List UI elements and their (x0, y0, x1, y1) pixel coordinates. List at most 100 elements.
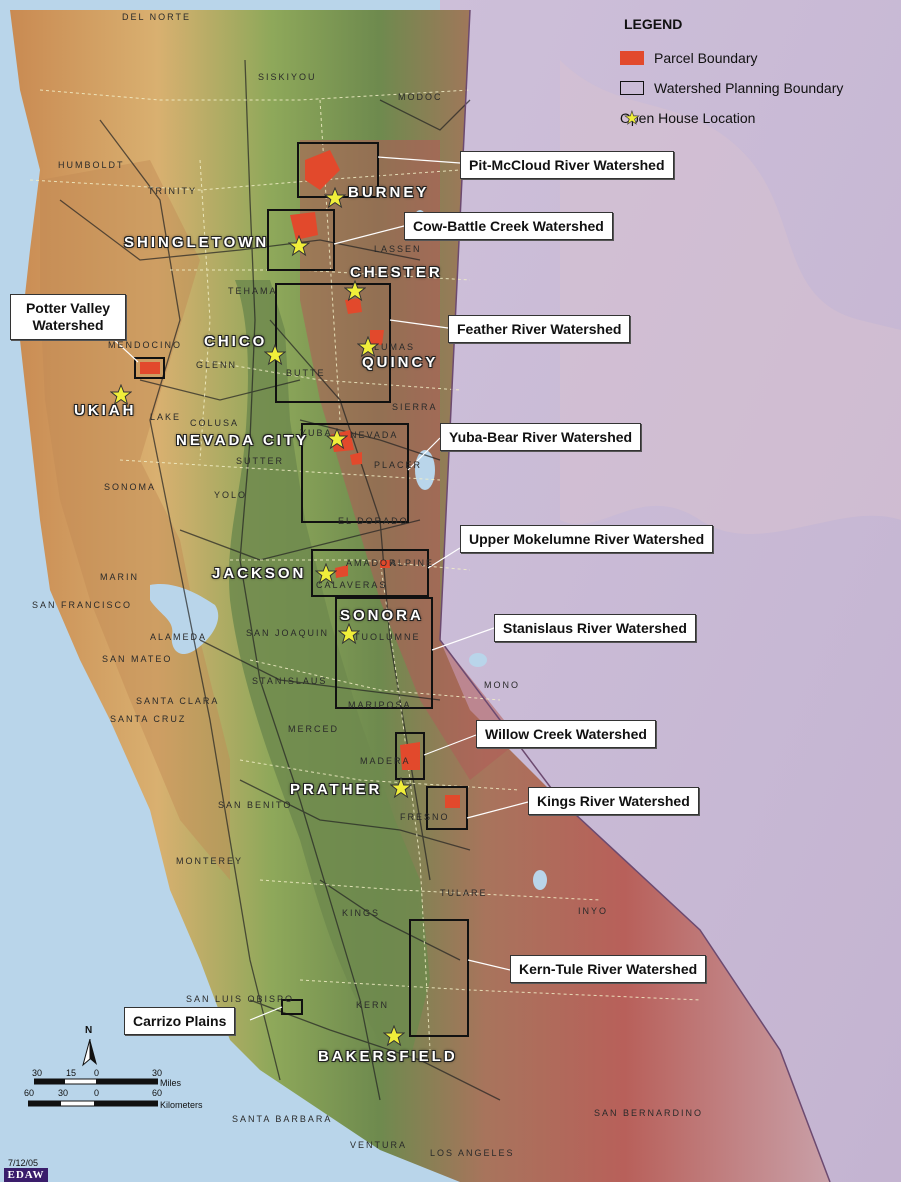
north-label: N (85, 1025, 93, 1036)
mono-lake (469, 653, 487, 667)
scale-bar: 30 15 0 30 Miles 60 30 0 60 Kilometers (24, 1068, 224, 1128)
owens-lake (533, 870, 547, 890)
kings-boundary (426, 786, 468, 830)
feather-boundary (275, 283, 391, 403)
coast-terrain (40, 160, 230, 880)
central-valley (228, 280, 430, 1060)
county-madera: MADERA (360, 756, 411, 766)
star-icon-jackson (315, 563, 337, 585)
leader-lines (107, 156, 529, 1021)
km-tick-2: 0 (94, 1088, 100, 1098)
county-butte: BUTTE (286, 368, 326, 378)
star-icon-ukiah (110, 384, 132, 406)
county-placer: PLACER (374, 460, 423, 470)
miles-tick-0: 30 (32, 1068, 43, 1078)
town-ukiah: UKIAH (74, 402, 137, 419)
star-icon-chester (344, 280, 366, 302)
miles-unit: Miles (160, 1078, 182, 1088)
edaw-logo: EDAW (4, 1168, 48, 1182)
town-bakersfield: BAKERSFIELD (318, 1048, 458, 1065)
county-sonoma: SONOMA (104, 482, 157, 492)
watershed-swatch (620, 81, 644, 95)
county-mendocino: MENDOCINO (108, 340, 182, 350)
callout-potter-valley: Potter Valley Watershed (10, 294, 126, 340)
star-icon-quincy (357, 336, 379, 358)
county-el-dorado: EL DORADO (338, 516, 409, 526)
legend-row-parcel: Parcel Boundary (620, 48, 758, 68)
county-san-joaquin: SAN JOAQUIN (246, 628, 330, 638)
town-sonora: SONORA (340, 607, 424, 624)
town-chico: CHICO (204, 333, 268, 350)
county-tulare: TULARE (440, 888, 488, 898)
star-icon-shingletown (288, 235, 310, 257)
county-humboldt: HUMBOLDT (58, 160, 125, 170)
miles-tick-3: 30 (152, 1068, 163, 1078)
north-arrow-icon (82, 1039, 97, 1067)
km-tick-0: 60 (24, 1088, 35, 1098)
county-marin: MARIN (100, 572, 139, 582)
county-sutter: SUTTER (236, 456, 284, 466)
star-icon-burney (324, 187, 346, 209)
callout-cow-battle: Cow-Battle Creek Watershed (404, 212, 613, 240)
town-quincy: QUINCY (362, 354, 439, 371)
callout-pit-mccloud: Pit-McCloud River Watershed (460, 151, 674, 179)
callout-mokelumne: Upper Mokelumne River Watershed (460, 525, 714, 553)
county-san-bernardino: SAN BERNARDINO (594, 1108, 704, 1118)
kern-tule-boundary (409, 919, 469, 1037)
km-bar (28, 1100, 158, 1107)
county-plumas: PLUMAS (366, 342, 416, 352)
callout-feather: Feather River Watershed (448, 315, 631, 343)
county-santa-barbara: SANTA BARBARA (232, 1114, 333, 1124)
county-yolo: YOLO (214, 490, 248, 500)
county-colusa: COLUSA (190, 418, 240, 428)
legend-row-watershed: Watershed Planning Boundary (620, 78, 843, 98)
callout-kern-tule: Kern-Tule River Watershed (510, 955, 707, 983)
km-tick-3: 60 (152, 1088, 163, 1098)
county-siskiyou: SISKIYOU (258, 72, 317, 82)
star-icon-prather (390, 777, 412, 799)
yuba-bear-boundary (301, 423, 409, 523)
county-sierra: SIERRA (392, 402, 438, 412)
km-tick-1: 30 (58, 1088, 69, 1098)
county-los-angeles: LOS ANGELES (430, 1148, 515, 1158)
callout-carrizo: Carrizo Plains (124, 1007, 236, 1035)
miles-bar (34, 1078, 158, 1085)
county-lines (29, 89, 701, 1051)
willow-boundary (395, 732, 425, 780)
county-nevada: NEVADA (350, 430, 399, 440)
county-ventura: VENTURA (350, 1140, 408, 1150)
callout-yuba-bear: Yuba-Bear River Watershed (440, 423, 642, 451)
parcels (140, 150, 460, 808)
map-date: 7/12/05 (8, 1158, 39, 1168)
north-arrow: N (82, 1025, 98, 1067)
san-francisco-bay (150, 584, 219, 655)
county-inyo: INYO (578, 906, 609, 916)
county-fresno: FRESNO (400, 812, 450, 822)
town-prather: PRATHER (290, 781, 383, 798)
star-icon-nevada-city (326, 428, 348, 450)
legend-openhouse-label: Open House Location (620, 110, 756, 126)
town-jackson: JACKSON (212, 565, 307, 582)
county-glenn: GLENN (196, 360, 238, 370)
county-lassen: LASSEN (374, 244, 422, 254)
town-shingletown: SHINGLETOWN (124, 234, 270, 251)
callout-kings: Kings River Watershed (528, 787, 699, 815)
county-santa-cruz: SANTA CRUZ (110, 714, 187, 724)
county-san-benito: SAN BENITO (218, 800, 293, 810)
legend-parcel-label: Parcel Boundary (654, 50, 758, 66)
county-amador: AMADOR (346, 558, 398, 568)
potter-valley-boundary (134, 357, 165, 379)
county-alameda: ALAMEDA (150, 632, 208, 642)
star-icon-bakersfield (383, 1025, 405, 1047)
cow-battle-boundary (267, 209, 335, 271)
town-nevada-city: NEVADA CITY (176, 432, 310, 449)
county-merced: MERCED (288, 724, 340, 734)
county-mono: MONO (484, 680, 520, 690)
county-stanislaus: STANISLAUS (252, 676, 328, 686)
county-kings: KINGS (342, 908, 381, 918)
county-modoc: MODOC (398, 92, 443, 102)
star-icon: ★ (623, 107, 641, 128)
legend-watershed-label: Watershed Planning Boundary (654, 80, 844, 96)
mokelumne-boundary (311, 549, 429, 597)
